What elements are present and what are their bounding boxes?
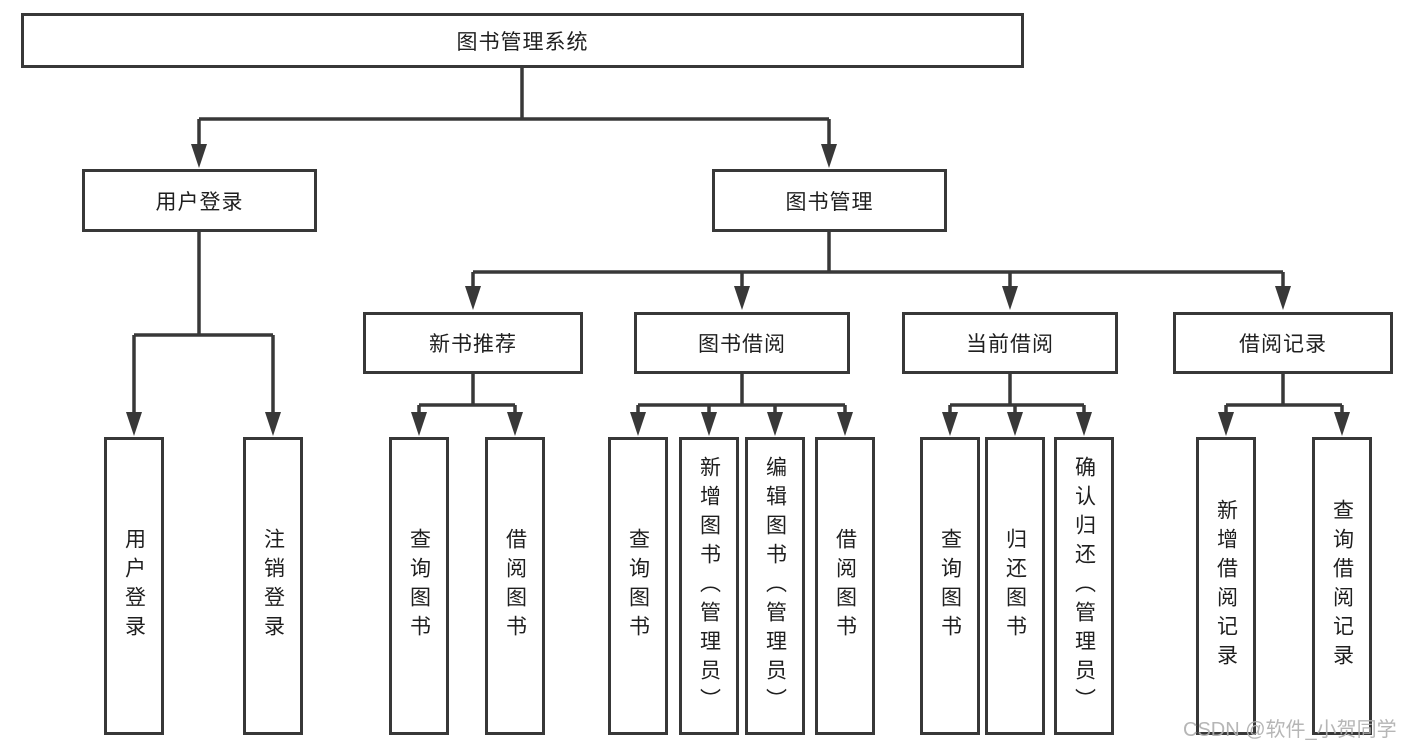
leaf-newbook-query-books: 查询图书 <box>389 437 449 735</box>
leaf-newbook-query-books-label: 查询图书 <box>407 528 431 644</box>
node-root: 图书管理系统 <box>21 13 1024 68</box>
leaf-user-login: 用户登录 <box>104 437 164 735</box>
leaf-borrow-query-books-label: 查询图书 <box>626 528 650 644</box>
leaf-borrow-borrow-books: 借阅图书 <box>815 437 875 735</box>
node-borrow-records-label: 借阅记录 <box>1239 333 1327 356</box>
leaf-records-query-record-label: 查询借阅记录 <box>1330 499 1354 673</box>
leaf-newbook-borrow-books: 借阅图书 <box>485 437 545 735</box>
node-current-borrow: 当前借阅 <box>902 312 1118 374</box>
arrowheads <box>126 144 1350 436</box>
leaf-borrow-edit-books-admin-label: 编辑图书（管理员） <box>763 455 787 717</box>
node-new-book-recommend: 新书推荐 <box>363 312 583 374</box>
leaf-records-add-record-label: 新增借阅记录 <box>1214 499 1238 673</box>
leaf-logout: 注销登录 <box>243 437 303 735</box>
leaf-records-query-record: 查询借阅记录 <box>1312 437 1372 735</box>
node-new-book-recommend-label: 新书推荐 <box>429 333 517 356</box>
node-book-management: 图书管理 <box>712 169 947 232</box>
leaf-borrow-add-books-admin-label: 新增图书（管理员） <box>697 455 721 717</box>
leaf-current-query-books: 查询图书 <box>920 437 980 735</box>
node-borrow-records: 借阅记录 <box>1173 312 1393 374</box>
leaf-borrow-borrow-books-label: 借阅图书 <box>833 528 857 644</box>
node-book-borrow: 图书借阅 <box>634 312 850 374</box>
leaf-user-login-label: 用户登录 <box>122 528 146 644</box>
leaf-borrow-query-books: 查询图书 <box>608 437 668 735</box>
node-root-label: 图书管理系统 <box>456 30 589 54</box>
csdn-watermark: CSDN @软件_小贺同学 <box>1183 719 1397 741</box>
leaf-current-confirm-return-admin: 确认归还（管理员） <box>1054 437 1114 735</box>
leaf-current-return-books-label: 归还图书 <box>1003 528 1027 644</box>
leaf-current-query-books-label: 查询图书 <box>938 528 962 644</box>
leaf-records-add-record: 新增借阅记录 <box>1196 437 1256 735</box>
node-user-login-label: 用户登录 <box>155 190 244 214</box>
leaf-logout-label: 注销登录 <box>261 528 285 644</box>
leaf-current-return-books: 归还图书 <box>985 437 1045 735</box>
node-current-borrow-label: 当前借阅 <box>966 333 1054 356</box>
node-book-borrow-label: 图书借阅 <box>698 333 786 356</box>
leaf-current-confirm-return-admin-label: 确认归还（管理员） <box>1072 455 1096 717</box>
leaf-borrow-add-books-admin: 新增图书（管理员） <box>679 437 739 735</box>
node-user-login: 用户登录 <box>82 169 317 232</box>
leaf-borrow-edit-books-admin: 编辑图书（管理员） <box>745 437 805 735</box>
node-book-management-label: 图书管理 <box>785 190 874 214</box>
leaf-newbook-borrow-books-label: 借阅图书 <box>503 528 527 644</box>
